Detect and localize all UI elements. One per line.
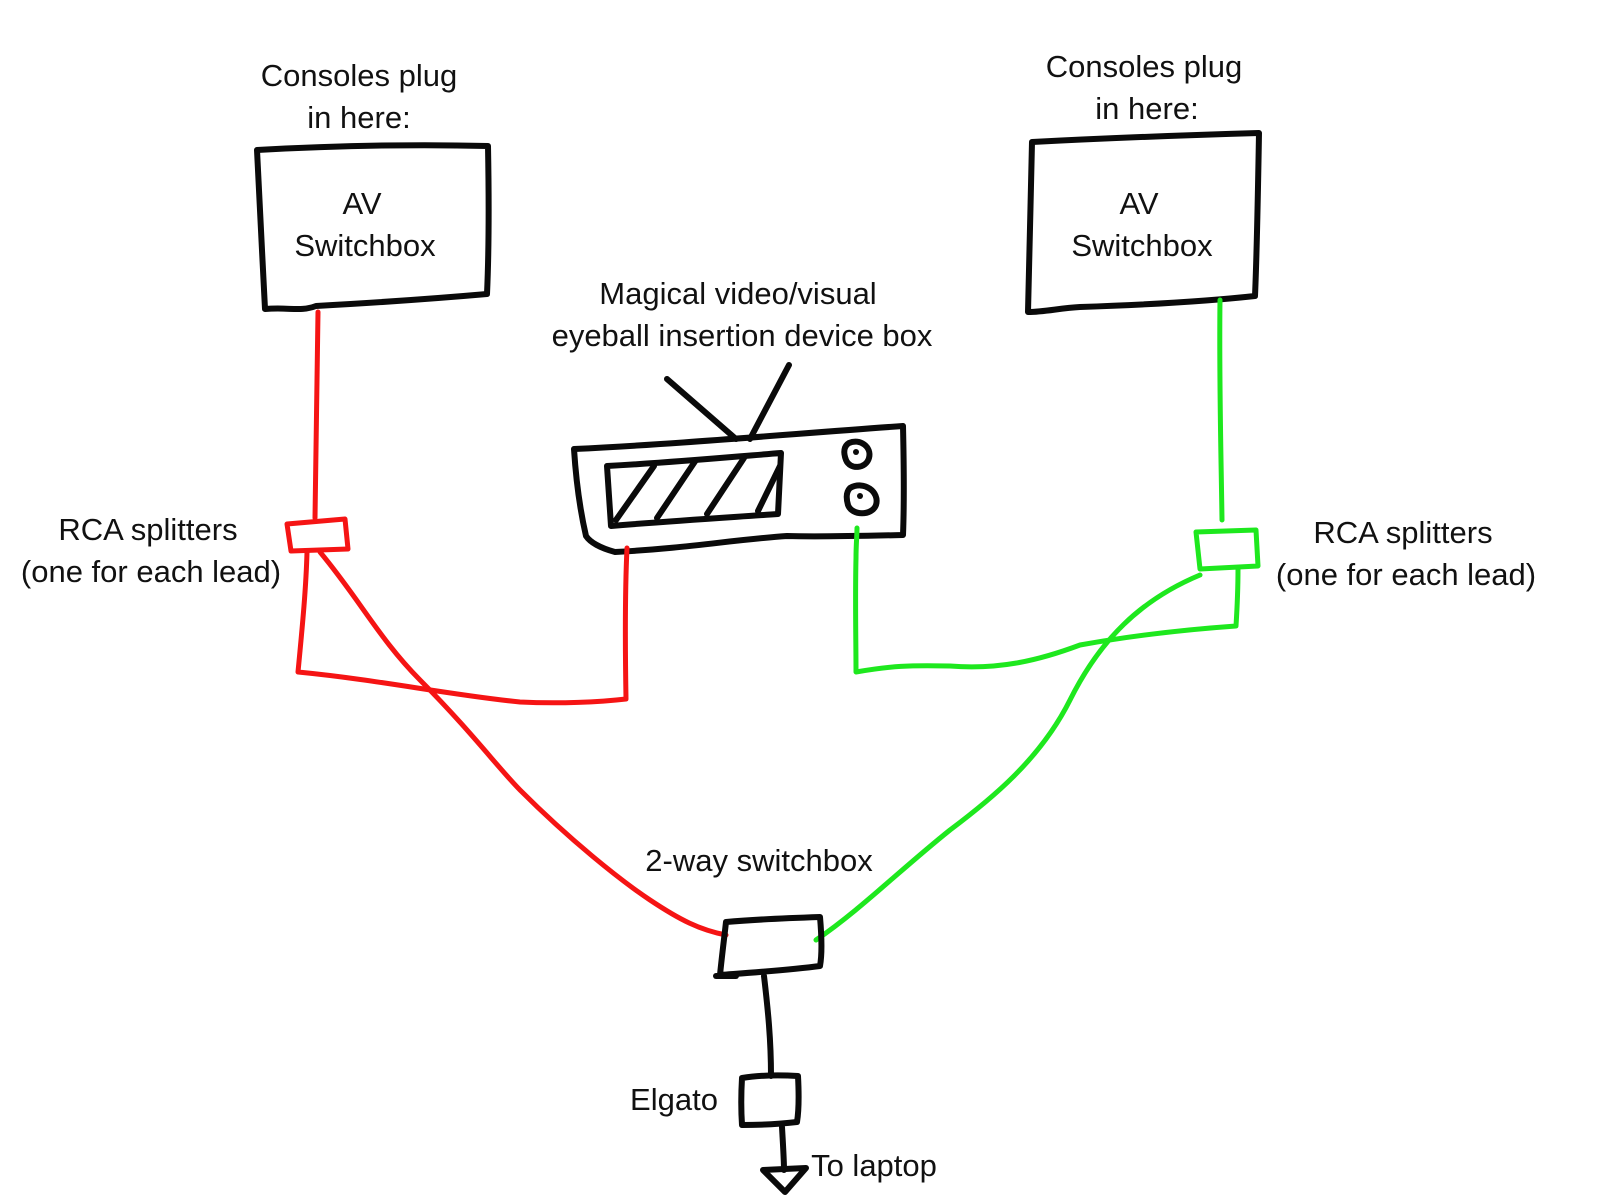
right-av-label-line2: Switchbox	[1071, 228, 1213, 263]
left-splitter-to-2way-cable	[317, 549, 729, 938]
device-knob-top-dot	[853, 449, 859, 455]
right-splitter-to-2way-cable	[813, 572, 1203, 943]
device-knob-bottom	[843, 482, 880, 517]
device-screen	[604, 450, 784, 529]
left-red-cables	[284, 309, 729, 938]
right-av-label-line1: AV	[1119, 186, 1158, 221]
device-screen-hatch-2	[654, 457, 699, 521]
left-rca-splitter	[284, 516, 351, 554]
left-consoles-label-line2: in here:	[307, 100, 410, 135]
left-av-label-line1: AV	[342, 186, 381, 221]
right-av-switchbox-outline	[1025, 130, 1262, 315]
device-label-line1: Magical video/visual	[599, 276, 876, 311]
two-way-switchbox	[717, 914, 825, 978]
device-antenna-right	[747, 362, 792, 442]
left-av-switchbox-outline	[254, 142, 492, 313]
device-label-line2: eyeball insertion device box	[552, 318, 933, 353]
device-screen-hatch-3	[704, 455, 747, 517]
right-rca-label-line1: RCA splitters	[1313, 515, 1492, 550]
elgato-to-laptop-cable	[779, 1124, 787, 1173]
left-consoles-label-line1: Consoles plug	[261, 58, 457, 93]
left-av-switchbox: AV Switchbox	[254, 142, 492, 313]
device-screen-hatch-1	[613, 463, 657, 523]
left-splitter-to-device-cable	[295, 545, 630, 706]
right-green-cables	[813, 297, 1261, 943]
left-rca-label-line1: RCA splitters	[58, 512, 237, 547]
switchbox-to-elgato-cable	[761, 973, 774, 1079]
two-way-switchbox-label: 2-way switchbox	[645, 843, 873, 878]
left-av-to-splitter-cable	[312, 309, 321, 521]
right-av-switchbox: AV Switchbox	[1025, 130, 1262, 315]
elgato-label: Elgato	[630, 1082, 718, 1117]
device-box-outline	[571, 423, 907, 555]
right-consoles-label-line1: Consoles plug	[1046, 49, 1242, 84]
right-rca-label-line2: (one for each lead)	[1276, 557, 1536, 592]
to-laptop-arrow-icon	[760, 1165, 809, 1195]
right-splitter-to-device-cable	[853, 525, 1241, 675]
left-av-label-line2: Switchbox	[294, 228, 436, 263]
right-av-to-splitter-cable	[1217, 297, 1225, 523]
to-laptop-label: To laptop	[811, 1148, 937, 1183]
video-device-box	[571, 362, 907, 555]
device-knob-top	[841, 438, 873, 470]
right-consoles-label-line2: in here:	[1095, 91, 1198, 126]
device-knob-bottom-dot	[857, 493, 863, 499]
elgato-box	[738, 1072, 802, 1128]
device-screen-hatch-4	[755, 463, 783, 514]
left-rca-label-line2: (one for each lead)	[21, 554, 281, 589]
device-antenna-left	[664, 376, 739, 442]
right-rca-splitter	[1193, 527, 1261, 572]
